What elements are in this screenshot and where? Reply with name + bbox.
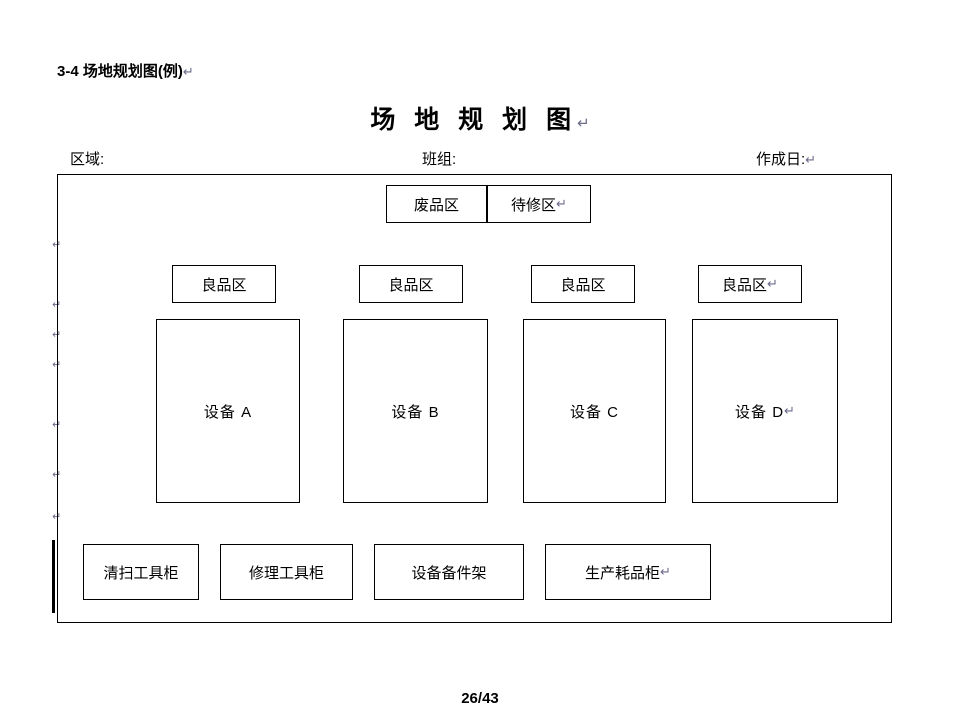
paragraph-mark-icon: ↵ bbox=[52, 299, 62, 311]
good-zone-2-box: 良品区 bbox=[359, 265, 463, 303]
cleaning-tool-cabinet-box: 清扫工具柜 bbox=[83, 544, 199, 600]
field-row: 区域: 班组: 作成日:↵ bbox=[0, 148, 960, 170]
waste-zone-box: 废品区 bbox=[386, 185, 487, 223]
waste-zone-label: 废品区 bbox=[413, 196, 459, 214]
equipment-c-box: 设备 C bbox=[523, 319, 666, 503]
site-plan-diagram: 废品区 待修区↵ 良品区 良品区 良品区 良品区↵ 设备 A 设备 B 设备 C… bbox=[57, 174, 892, 623]
field-area-label: 区域: bbox=[70, 151, 105, 168]
paragraph-mark-icon: ↵ bbox=[52, 419, 62, 431]
equipment-a-label: 设备 A bbox=[203, 403, 253, 421]
paragraph-mark-icon: ↵ bbox=[660, 564, 671, 579]
page-title-text: 场 地 规 划 图 bbox=[370, 106, 578, 134]
page-title: 场 地 规 划 图↵ bbox=[0, 100, 960, 136]
equipment-b-label: 设备 B bbox=[391, 403, 440, 421]
paragraph-mark-icon: ↵ bbox=[556, 196, 567, 211]
field-date-label: 作成日:↵ bbox=[756, 148, 816, 169]
paragraph-mark-icon: ↵ bbox=[52, 469, 62, 481]
production-consumables-cabinet-box: 生产耗品柜↵ bbox=[545, 544, 711, 600]
good-zone-2-label: 良品区 bbox=[388, 276, 434, 294]
good-zone-4-box: 良品区↵ bbox=[698, 265, 802, 303]
paragraph-mark-icon: ↵ bbox=[805, 152, 817, 167]
field-team-label: 班组: bbox=[422, 151, 457, 168]
production-consumables-cabinet-label: 生产耗品柜 bbox=[585, 564, 661, 582]
equipment-spare-parts-rack-label: 设备备件架 bbox=[411, 564, 487, 582]
paragraph-mark-icon: ↵ bbox=[182, 64, 194, 79]
paragraph-mark-icon: ↵ bbox=[767, 276, 778, 291]
good-zone-4-label: 良品区 bbox=[722, 276, 768, 294]
cleaning-tool-cabinet-label: 清扫工具柜 bbox=[103, 564, 179, 582]
good-zone-3-box: 良品区 bbox=[531, 265, 635, 303]
paragraph-mark-icon: ↵ bbox=[52, 359, 62, 371]
equipment-a-box: 设备 A bbox=[156, 319, 300, 503]
paragraph-mark-icon: ↵ bbox=[784, 403, 795, 418]
slide-label-text: 3-4 场地规划图(例) bbox=[57, 63, 183, 80]
equipment-d-box: 设备 D↵ bbox=[692, 319, 838, 503]
left-margin-rule bbox=[52, 540, 55, 613]
good-zone-1-label: 良品区 bbox=[201, 276, 247, 294]
good-zone-3-label: 良品区 bbox=[560, 276, 606, 294]
repair-tool-cabinet-label: 修理工具柜 bbox=[248, 564, 324, 582]
page-number: 26/43 bbox=[461, 690, 499, 707]
paragraph-mark-icon: ↵ bbox=[577, 115, 590, 132]
slide-label: 3-4 场地规划图(例)↵ bbox=[57, 60, 194, 81]
good-zone-1-box: 良品区 bbox=[172, 265, 276, 303]
equipment-spare-parts-rack-box: 设备备件架 bbox=[374, 544, 524, 600]
repair-zone-label: 待修区 bbox=[511, 196, 557, 214]
paragraph-mark-icon: ↵ bbox=[52, 511, 62, 523]
paragraph-mark-icon: ↵ bbox=[52, 239, 62, 251]
repair-tool-cabinet-box: 修理工具柜 bbox=[220, 544, 353, 600]
field-date-text: 作成日: bbox=[756, 151, 806, 168]
equipment-d-label: 设备 D bbox=[735, 403, 785, 421]
repair-zone-box: 待修区↵ bbox=[487, 185, 591, 223]
equipment-c-label: 设备 C bbox=[569, 403, 619, 421]
paragraph-mark-icon: ↵ bbox=[52, 329, 62, 341]
equipment-b-box: 设备 B bbox=[343, 319, 488, 503]
